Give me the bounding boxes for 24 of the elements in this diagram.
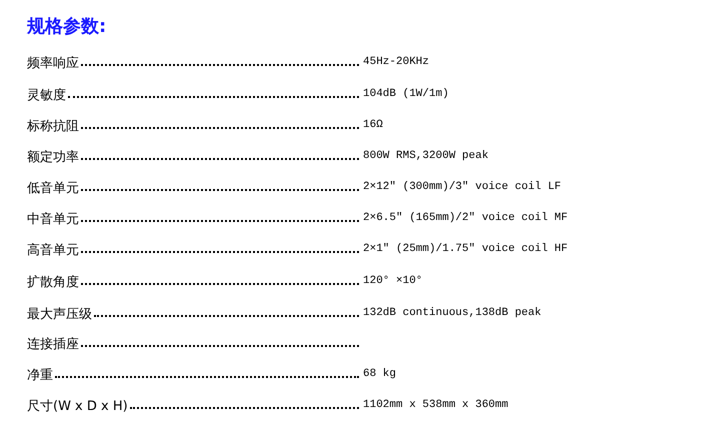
spec-label: 最大声压级 bbox=[27, 306, 92, 323]
spec-value: 104dB (1W/1m) bbox=[363, 88, 449, 100]
spec-value: 68 kg bbox=[363, 368, 396, 380]
spec-value: 2×12" (300mm)/3" voice coil LF bbox=[363, 181, 562, 193]
spec-label: 中音单元 bbox=[27, 211, 79, 228]
spec-value: 1102mm x 538mm x 360mm bbox=[363, 399, 508, 411]
spec-value: 120° ×10° bbox=[363, 275, 422, 287]
spec-label: 灵敏度 bbox=[27, 87, 66, 104]
spec-label: 高音单元 bbox=[27, 242, 79, 259]
spec-label: 扩散角度 bbox=[27, 274, 79, 291]
spec-label: 净重 bbox=[27, 367, 53, 384]
spec-label: 频率响应 bbox=[27, 55, 79, 72]
spec-label: 低音单元 bbox=[27, 180, 79, 197]
spec-value: 16Ω bbox=[363, 119, 383, 131]
spec-value: 800W RMS,3200W peak bbox=[363, 150, 488, 162]
spec-label: 额定功率 bbox=[27, 149, 79, 166]
spec-label: 连接插座 bbox=[27, 336, 79, 353]
spec-label: 尺寸(W x D x H) bbox=[27, 398, 128, 415]
spec-value: 2×1" (25mm)/1.75" voice coil HF bbox=[363, 243, 568, 255]
spec-label: 标称抗阻 bbox=[27, 118, 79, 135]
spec-value: 2×6.5" (165mm)/2" voice coil MF bbox=[363, 212, 568, 224]
spec-value: 45Hz-20KHz bbox=[363, 56, 430, 68]
title: 规格参数: bbox=[27, 15, 106, 38]
spec-value: 132dB continuous,138dB peak bbox=[363, 307, 542, 319]
